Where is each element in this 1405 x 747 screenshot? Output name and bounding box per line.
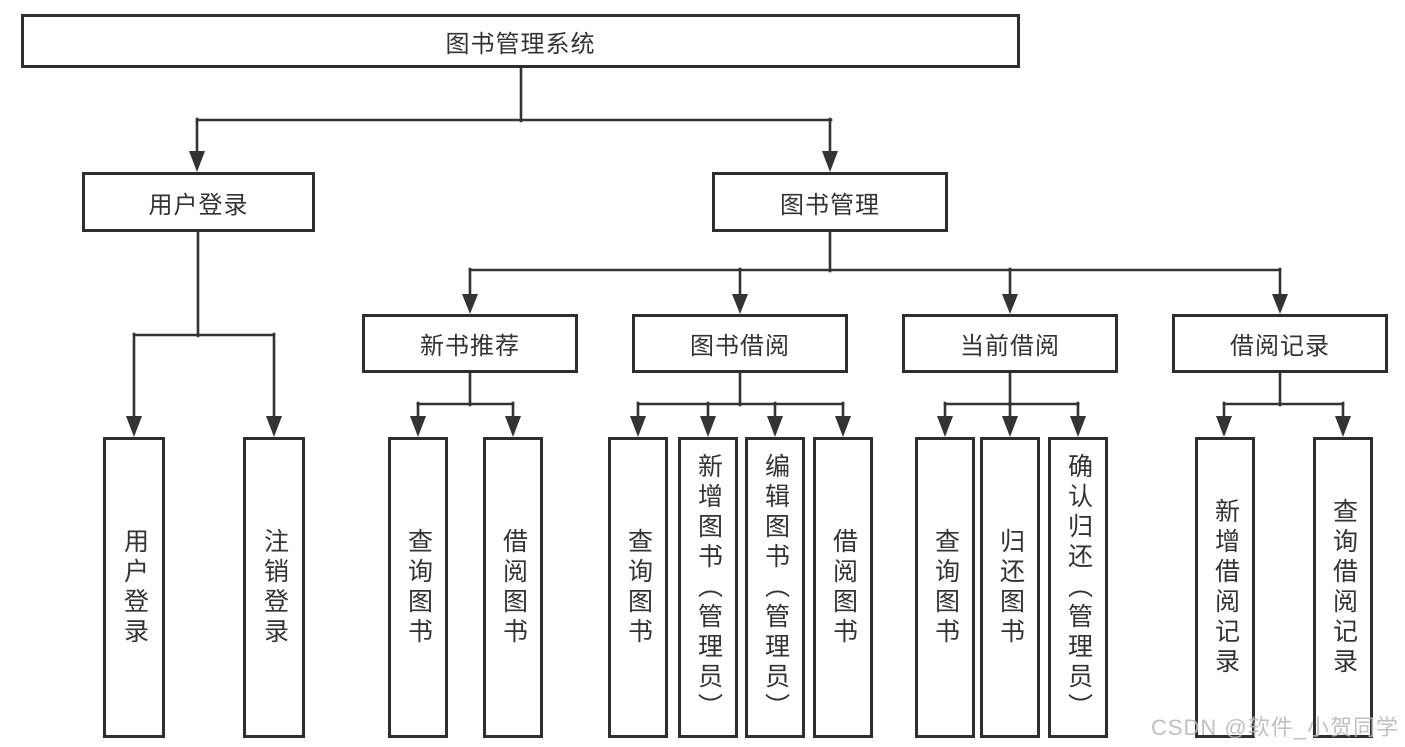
leaf-rec-borrow-book-label: 借阅图书 [499,527,528,648]
leaf-bor-edit-book-admin-label: 编辑图书（管理员） [761,452,790,723]
leaf-bor-borrow-book-label: 借阅图书 [829,527,858,648]
leaf-bor-add-book-admin: 新增图书（管理员） [678,437,738,738]
node-user-login-label: 用户登录 [148,191,249,219]
leaf-rec-query-book-label: 查询图书 [404,527,433,648]
leaf-bor-borrow-book: 借阅图书 [813,437,873,738]
leaf-logout: 注销登录 [243,437,305,738]
leaf-bor-edit-book-admin: 编辑图书（管理员） [745,437,805,738]
node-current-borrowing: 当前借阅 [902,314,1118,373]
leaf-bor-add-book-admin-label: 新增图书（管理员） [694,452,723,723]
node-borrowing-records-label: 借阅记录 [1230,333,1330,360]
node-root: 图书管理系统 [21,14,1020,68]
leaf-rcd-query-record: 查询借阅记录 [1313,437,1373,738]
node-user-login: 用户登录 [82,172,315,232]
leaf-cur-query-book-label: 查询图书 [931,527,960,648]
node-new-book-recommend: 新书推荐 [362,314,578,373]
leaf-user-login: 用户登录 [103,437,165,738]
leaf-rcd-add-record: 新增借阅记录 [1195,437,1255,738]
leaf-cur-query-book: 查询图书 [915,437,975,738]
node-book-borrowing-label: 图书借阅 [690,333,790,360]
node-borrowing-records: 借阅记录 [1172,314,1388,373]
leaf-cur-confirm-return-admin: 确认归还（管理员） [1048,437,1108,738]
leaf-cur-return-book-label: 归还图书 [996,527,1025,648]
node-new-book-recommend-label: 新书推荐 [420,333,520,360]
node-root-label: 图书管理系统 [445,30,596,58]
node-book-management-label: 图书管理 [780,191,880,219]
leaf-bor-query-book-label: 查询图书 [624,527,653,648]
node-current-borrowing-label: 当前借阅 [960,333,1060,360]
leaf-rcd-query-record-label: 查询借阅记录 [1329,497,1358,678]
leaf-rec-query-book: 查询图书 [388,437,448,738]
leaf-cur-return-book: 归还图书 [980,437,1040,738]
leaf-cur-confirm-return-admin-label: 确认归还（管理员） [1064,452,1093,723]
leaf-rec-borrow-book: 借阅图书 [483,437,543,738]
leaf-rcd-add-record-label: 新增借阅记录 [1211,497,1240,678]
leaf-bor-query-book: 查询图书 [608,437,668,738]
leaf-logout-label: 注销登录 [260,527,289,648]
leaf-user-login-label: 用户登录 [120,527,149,648]
csdn-watermark: CSDN @软件_小贺同学 [1150,715,1399,740]
node-book-management: 图书管理 [712,172,948,232]
node-book-borrowing: 图书借阅 [632,314,848,373]
